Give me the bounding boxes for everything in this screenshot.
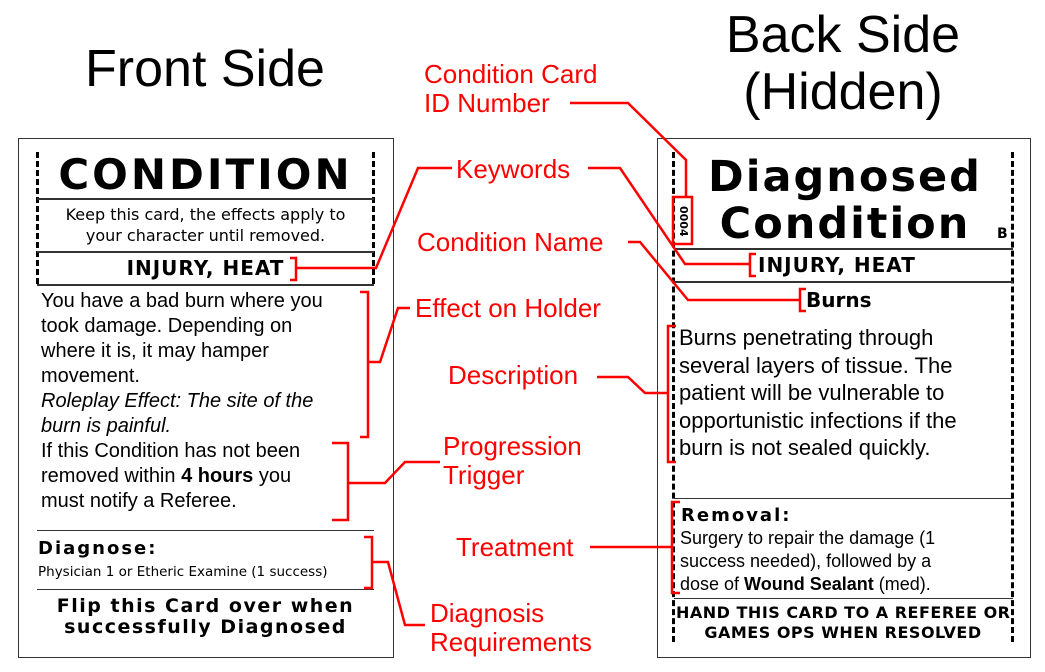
keywords-front-bracket — [290, 256, 298, 282]
keywords-front-leader — [296, 166, 452, 270]
progression-bracket — [332, 441, 350, 522]
trigger-pre: removed within — [41, 465, 182, 487]
name-bracket — [798, 287, 806, 313]
description-line: burn is not sealed quickly. — [679, 435, 931, 460]
flip-text-1: Flip this Card over when — [56, 595, 355, 617]
diagnosis-bracket — [364, 535, 374, 590]
hand-card-text-1: HAND THIS CARD TO A REFEREE OR — [676, 603, 1011, 622]
description-line: opportunistic infections if the — [679, 407, 957, 433]
trigger-line: If this Condition has not been — [41, 440, 301, 462]
back-dash-left — [672, 152, 675, 642]
back-card — [657, 138, 1031, 658]
annotation-id-2: ID Number — [424, 88, 550, 118]
back-title-2: Condition — [719, 199, 971, 249]
removal-line: dose of Wound Sealant (med). — [680, 573, 935, 596]
divider — [674, 598, 1013, 599]
divider — [37, 284, 374, 286]
front-side-heading: Front Side — [85, 40, 325, 98]
front-card — [18, 138, 394, 658]
condition-name: Burns — [806, 288, 872, 312]
id-leader — [570, 101, 688, 197]
effect-leader — [368, 306, 410, 364]
effect-line: where it is, it may hamper — [41, 340, 269, 362]
diagnosis-leader — [372, 560, 425, 627]
description-bracket — [666, 324, 676, 464]
front-dash-left — [36, 152, 39, 284]
annotation-progression-2: Trigger — [443, 460, 525, 490]
removal-label: Removal: — [681, 505, 792, 526]
keep-card-text-2: your character until removed. — [85, 226, 326, 245]
divider — [37, 530, 374, 531]
keywords-back-leader — [588, 166, 750, 266]
divider — [674, 248, 1013, 250]
annotation-condition-name: Condition Name — [417, 227, 604, 257]
effect-bracket — [360, 290, 370, 439]
removal-item: Wound Sealant — [744, 574, 874, 594]
trigger-post: you — [253, 465, 292, 487]
divider — [674, 281, 1013, 283]
back-title-1: Diagnosed — [708, 152, 982, 202]
trigger-line: must notify a Referee. — [41, 490, 237, 512]
removal-line: success needed), followed by a — [680, 551, 932, 571]
keep-card-text-1: Keep this card, the effects apply to — [65, 205, 346, 224]
divider — [37, 589, 374, 590]
description-line: several layers of tissue. The — [679, 352, 953, 378]
progression-leader — [348, 460, 440, 485]
front-keywords: INJURY, HEAT — [126, 256, 285, 280]
annotation-progression-1: Progression — [443, 431, 582, 461]
removal-text: Surgery to repair the damage (1 success … — [680, 527, 935, 596]
annotation-description: Description — [448, 360, 579, 390]
description-line: patient will be vulnerable to — [679, 380, 945, 405]
back-keywords: INJURY, HEAT — [758, 253, 916, 277]
annotation-diagnosis-1: Diagnosis — [430, 598, 545, 628]
trigger-line: removed within 4 hours you — [41, 464, 323, 489]
divider — [674, 498, 1013, 499]
effect-line: took damage. Depending on — [41, 315, 293, 337]
removal-line: Surgery to repair the damage (1 — [680, 528, 936, 548]
id-highlight-box — [671, 195, 694, 246]
side-letter: B — [997, 226, 1008, 242]
roleplay-line: burn is painful. — [41, 415, 172, 437]
annotation-treatment: Treatment — [456, 532, 574, 562]
annotation-diagnosis-2: Requirements — [430, 627, 592, 657]
diagnose-text: Physician 1 or Etheric Examine (1 succes… — [38, 564, 328, 580]
effect-line: You have a bad burn where you — [41, 290, 323, 312]
description-leader — [597, 375, 668, 395]
back-dash-right — [1011, 152, 1014, 642]
divider — [37, 198, 374, 200]
divider — [37, 251, 374, 253]
diagnose-label: Diagnose: — [38, 538, 158, 559]
front-title: CONDITION — [58, 150, 353, 199]
treatment-bracket — [670, 500, 680, 595]
name-leader — [628, 240, 800, 302]
description-line: Burns penetrating through — [679, 325, 934, 350]
removal-pre: dose of — [680, 574, 745, 594]
back-side-heading: Back Side — [725, 6, 961, 64]
roleplay-line: Roleplay Effect: The site of the — [41, 390, 314, 412]
trigger-duration: 4 hours — [181, 465, 254, 487]
annotation-keywords: Keywords — [456, 154, 571, 184]
removal-post: (med). — [873, 574, 931, 594]
effect-line: movement. — [41, 365, 140, 387]
description-text: Burns penetrating through several layers… — [679, 324, 957, 462]
annotation-effect: Effect on Holder — [415, 293, 601, 323]
front-dash-right — [372, 152, 375, 284]
effect-text: You have a bad burn where you took damag… — [41, 289, 323, 514]
flip-text-2: successfully Diagnosed — [64, 616, 347, 638]
keywords-back-bracket — [748, 252, 756, 278]
annotation-id-1: Condition Card — [424, 59, 598, 89]
hand-card-text-2: GAMES OPS WHEN RESOLVED — [704, 623, 982, 642]
back-side-hidden-heading: (Hidden) — [743, 63, 943, 121]
